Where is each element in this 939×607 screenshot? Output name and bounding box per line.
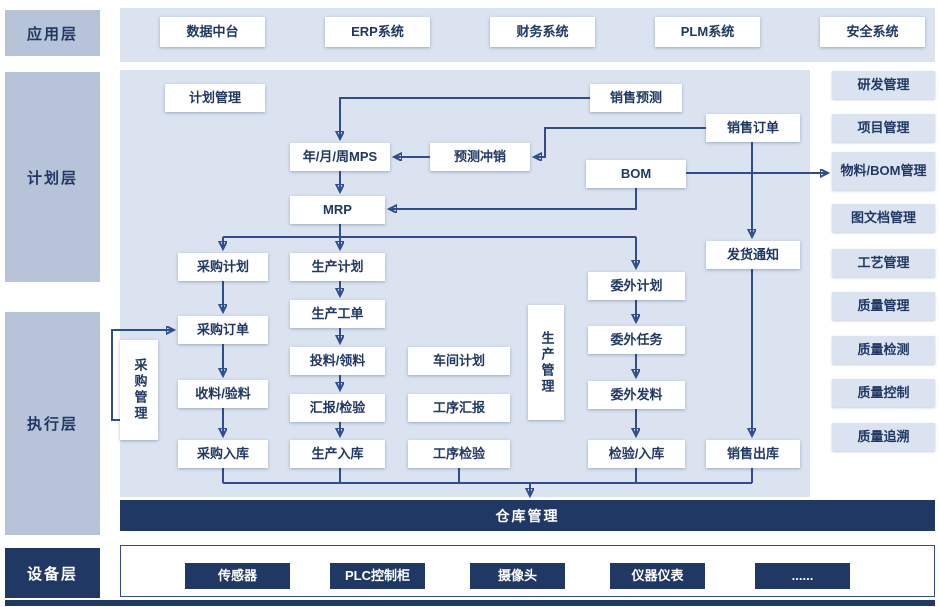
- bottom-accent-strip: [5, 600, 935, 606]
- layer-label-application: 应用层: [5, 10, 100, 56]
- node-security-system: 安全系统: [820, 17, 925, 47]
- node-purchase-mgmt: 采购管理: [120, 340, 158, 440]
- node-purchase-order: 采购订单: [178, 316, 268, 344]
- node-process-inspect: 工序检验: [408, 440, 510, 468]
- node-outsource-task: 委外任务: [588, 326, 685, 354]
- node-mrp: MRP: [290, 196, 385, 224]
- node-production-plan: 生产计划: [290, 253, 385, 281]
- node-material-issue: 投料/领料: [290, 347, 385, 375]
- node-erp-system: ERP系统: [325, 17, 430, 47]
- node-quality-trace: 质量追溯: [832, 423, 935, 451]
- node-sensor: 传感器: [185, 563, 290, 589]
- node-camera: 摄像头: [470, 563, 565, 589]
- node-production-inbound: 生产入库: [290, 440, 385, 468]
- node-report-inspect: 汇报/检验: [290, 394, 385, 422]
- node-sales-forecast: 销售预测: [590, 84, 682, 112]
- node-finance-system: 财务系统: [490, 17, 595, 47]
- node-process-report: 工序汇报: [408, 394, 510, 422]
- layer-label-planning: 计划层: [5, 72, 100, 282]
- node-production-order: 生产工单: [290, 300, 385, 328]
- node-bom: BOM: [586, 160, 686, 188]
- node-document-mgmt: 图文档管理: [832, 204, 935, 232]
- layer-label-device: 设备层: [5, 548, 100, 598]
- node-purchase-plan: 采购计划: [178, 253, 268, 281]
- node-rd-mgmt: 研发管理: [832, 71, 935, 99]
- node-outsource-plan: 委外计划: [588, 272, 685, 300]
- node-more-devices: ......: [755, 563, 850, 589]
- node-quality-inspection: 质量检测: [832, 336, 935, 364]
- node-workshop-plan: 车间计划: [408, 347, 510, 375]
- node-quality-control: 质量控制: [832, 379, 935, 407]
- node-purchase-inbound: 采购入库: [178, 440, 268, 468]
- node-plc-cabinet: PLC控制柜: [330, 563, 425, 589]
- node-data-platform: 数据中台: [160, 17, 265, 47]
- node-receive-inspect: 收料/验料: [178, 380, 268, 408]
- warehouse-mgmt-bar: 仓库管理: [120, 500, 935, 531]
- layer-label-execution: 执行层: [5, 312, 100, 535]
- node-material-bom-mgmt: 物料/BOM管理: [832, 152, 935, 190]
- node-project-mgmt: 项目管理: [832, 114, 935, 142]
- node-plm-system: PLM系统: [655, 17, 760, 47]
- node-sales-order: 销售订单: [706, 114, 800, 142]
- node-mps: 年/月/周MPS: [290, 143, 390, 171]
- node-production-mgmt: 生产管理: [528, 305, 564, 420]
- node-outsource-issue: 委外发料: [588, 381, 685, 409]
- node-inspect-inbound: 检验/入库: [588, 440, 685, 468]
- node-process-mgmt: 工艺管理: [832, 249, 935, 277]
- node-delivery-notice: 发货通知: [706, 241, 800, 269]
- node-forecast-netting: 预测冲销: [430, 143, 530, 171]
- node-sales-outbound: 销售出库: [706, 440, 800, 468]
- node-instruments: 仪器仪表: [610, 563, 705, 589]
- node-plan-mgmt: 计划管理: [165, 84, 265, 112]
- node-quality-mgmt: 质量管理: [832, 292, 935, 320]
